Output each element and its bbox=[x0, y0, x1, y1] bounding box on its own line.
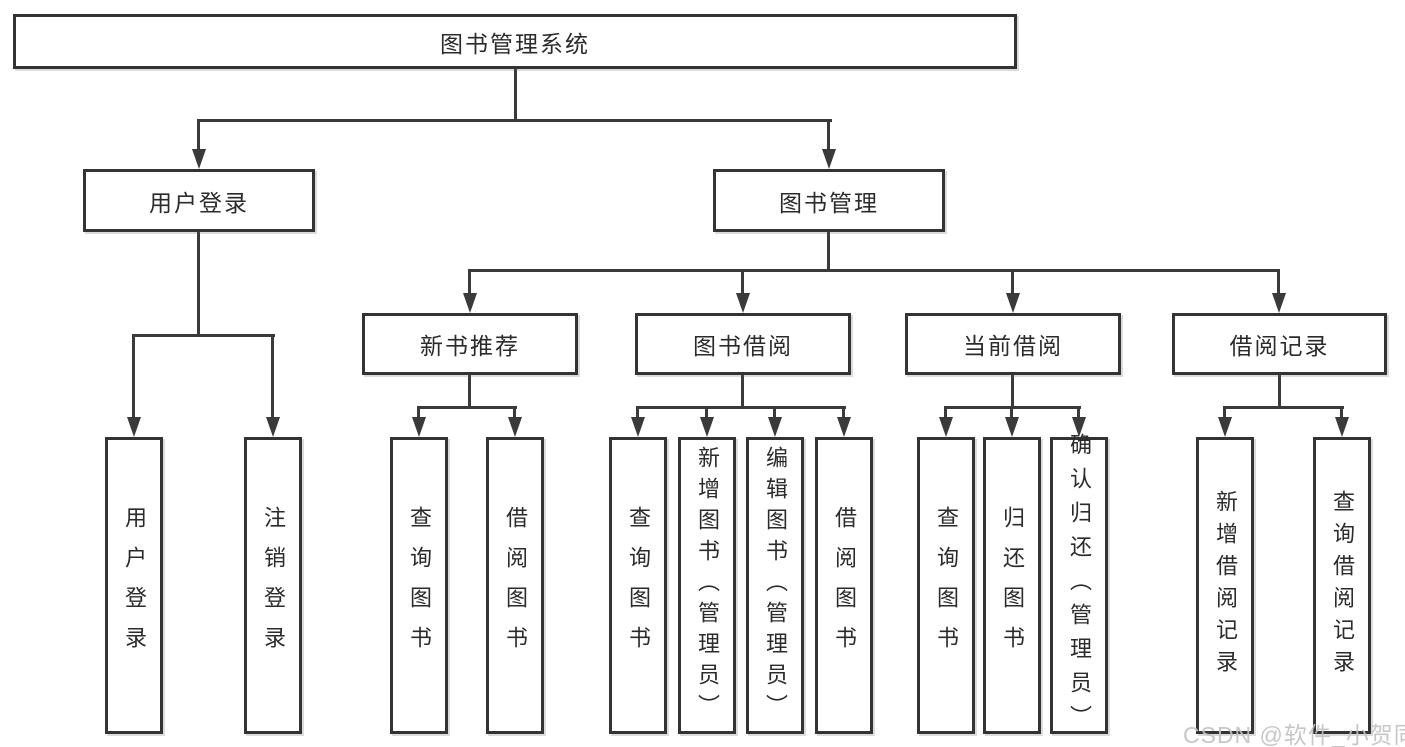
leaf-confirm-return-admin: 确认归还（管理员） bbox=[1050, 433, 1108, 739]
connector-line bbox=[271, 334, 274, 419]
arrow-down-icon bbox=[1005, 417, 1019, 437]
connector-line bbox=[944, 406, 947, 419]
arrow-down-icon bbox=[1218, 417, 1232, 437]
connector-line bbox=[513, 406, 516, 419]
csdn-watermark: CSDN @软件_小贺同学 bbox=[1183, 722, 1405, 747]
arrow-down-icon bbox=[412, 417, 426, 437]
arrow-down-icon bbox=[837, 417, 851, 437]
node-label: 用户登录 bbox=[149, 189, 249, 216]
leaf-label: 借阅图书 bbox=[832, 505, 857, 666]
node-current-borrow: 当前借阅 bbox=[905, 313, 1121, 375]
arrow-down-icon bbox=[768, 417, 782, 437]
arrow-down-icon bbox=[192, 149, 206, 169]
arrow-down-icon bbox=[631, 417, 645, 437]
leaf-label: 归还图书 bbox=[1000, 505, 1025, 666]
leaf-query-borrow-record: 查询借阅记录 bbox=[1313, 437, 1371, 734]
leaf-label: 查询图书 bbox=[934, 505, 959, 666]
connector-line bbox=[197, 232, 200, 337]
connector-line bbox=[417, 406, 517, 409]
arrow-down-icon bbox=[1072, 417, 1086, 437]
connector-line bbox=[827, 232, 830, 272]
connector-line bbox=[133, 334, 275, 337]
leaf-add-books-admin: 新增图书（管理员） bbox=[678, 437, 736, 734]
leaf-logout: 注销登录 bbox=[244, 437, 302, 734]
leaf-edit-books-admin: 编辑图书（管理员） bbox=[746, 437, 804, 734]
node-new-book-recommend: 新书推荐 bbox=[362, 313, 578, 375]
connector-line bbox=[827, 119, 830, 151]
connector-line bbox=[417, 406, 420, 419]
connector-line bbox=[468, 375, 471, 409]
node-label: 图书借阅 bbox=[693, 333, 793, 359]
leaf-query-books-current: 查询图书 bbox=[917, 437, 975, 734]
node-borrow-records: 借阅记录 bbox=[1172, 313, 1387, 375]
node-label: 当前借阅 bbox=[963, 333, 1063, 359]
arrow-down-icon bbox=[1272, 293, 1286, 313]
leaf-label: 注销登录 bbox=[261, 505, 286, 666]
connector-line bbox=[773, 406, 776, 419]
connector-line bbox=[1010, 406, 1013, 419]
leaf-label: 查询图书 bbox=[407, 505, 432, 666]
connector-line bbox=[705, 406, 708, 419]
arrow-down-icon bbox=[266, 417, 280, 437]
node-label: 新书推荐 bbox=[420, 333, 520, 359]
leaf-query-books-borrow: 查询图书 bbox=[609, 437, 667, 734]
leaf-label: 用户登录 bbox=[122, 505, 147, 666]
node-library-system: 图书管理系统 bbox=[13, 14, 1017, 69]
node-label: 借阅记录 bbox=[1229, 333, 1330, 359]
connector-line bbox=[1077, 406, 1080, 419]
arrow-down-icon bbox=[1335, 417, 1349, 437]
leaf-label: 查询借阅记录 bbox=[1330, 489, 1355, 682]
node-book-borrow: 图书借阅 bbox=[635, 313, 851, 375]
connector-line bbox=[468, 269, 1280, 272]
connector-line bbox=[1223, 406, 1344, 409]
connector-line bbox=[1011, 269, 1014, 295]
connector-line bbox=[468, 269, 471, 295]
leaf-label: 新增借阅记录 bbox=[1213, 489, 1238, 682]
node-user-login: 用户登录 bbox=[83, 169, 315, 232]
leaf-label: 编辑图书（管理员） bbox=[763, 446, 788, 725]
connector-line bbox=[842, 406, 845, 419]
leaf-query-books-recommend: 查询图书 bbox=[390, 437, 448, 734]
leaf-borrow-books: 借阅图书 bbox=[815, 437, 873, 734]
connector-line bbox=[1277, 269, 1280, 295]
connector-line bbox=[132, 334, 135, 419]
connector-line bbox=[1278, 375, 1281, 409]
arrow-down-icon bbox=[508, 417, 522, 437]
arrow-down-icon bbox=[822, 149, 836, 169]
leaf-borrow-books-recommend: 借阅图书 bbox=[486, 437, 544, 734]
arrow-down-icon bbox=[127, 417, 141, 437]
node-book-management: 图书管理 bbox=[713, 169, 945, 232]
node-label: 图书管理 bbox=[779, 189, 879, 216]
connector-line bbox=[636, 406, 639, 419]
connector-line bbox=[197, 119, 200, 151]
leaf-label: 确认归还（管理员） bbox=[1067, 432, 1092, 739]
connector-line bbox=[1340, 406, 1343, 419]
leaf-return-books: 归还图书 bbox=[983, 437, 1041, 734]
leaf-label: 新增图书（管理员） bbox=[695, 446, 720, 725]
connector-line bbox=[514, 69, 517, 122]
node-label: 图书管理系统 bbox=[440, 30, 590, 57]
leaf-user-login: 用户登录 bbox=[105, 437, 163, 734]
leaf-label: 借阅图书 bbox=[503, 505, 528, 666]
connector-line bbox=[198, 119, 832, 122]
connector-line bbox=[1011, 375, 1014, 409]
arrow-down-icon bbox=[736, 293, 750, 313]
connector-line bbox=[1223, 406, 1226, 419]
connector-line bbox=[741, 375, 744, 409]
arrow-down-icon bbox=[1006, 293, 1020, 313]
connector-line bbox=[636, 406, 846, 409]
arrow-down-icon bbox=[463, 293, 477, 313]
leaf-add-borrow-record: 新增借阅记录 bbox=[1196, 437, 1254, 734]
arrow-down-icon bbox=[700, 417, 714, 437]
arrow-down-icon bbox=[939, 417, 953, 437]
leaf-label: 查询图书 bbox=[626, 505, 651, 666]
connector-line bbox=[741, 269, 744, 295]
